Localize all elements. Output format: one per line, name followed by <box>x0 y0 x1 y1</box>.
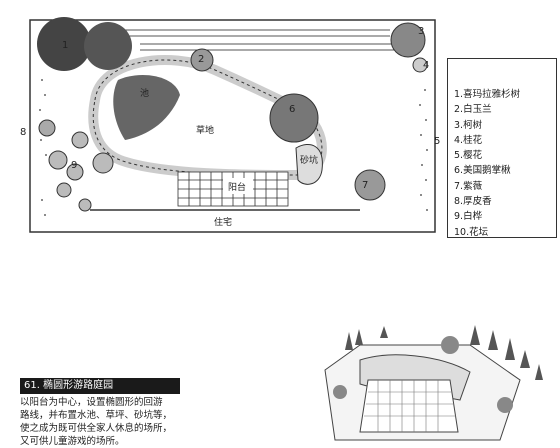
label-pond: 池 <box>140 87 149 99</box>
legend-item: 3.柯树 <box>454 119 483 131</box>
legend-item: 5.樱花 <box>454 150 483 162</box>
oval-path <box>88 55 327 181</box>
legend-item: 8.厚皮香 <box>454 196 492 208</box>
tree-6 <box>269 93 319 143</box>
legend-item: 6.美国鹅掌楸 <box>454 165 511 177</box>
legend-item: 9.白桦 <box>454 211 483 223</box>
caption-body: 以阳台为中心，设置椭圆形的回游 路线，并布置水池、草坪、砂坑等， 使之成为既可供… <box>20 396 210 448</box>
tree-7 <box>354 169 386 201</box>
legend-header <box>448 59 556 85</box>
tree-9-group <box>48 131 114 212</box>
left-dotted-strip <box>39 79 47 216</box>
marker-4: 4 <box>423 60 429 71</box>
tree-4 <box>412 57 428 73</box>
legend-item: 10.花坛 <box>454 226 489 238</box>
legend-item: 2.白玉兰 <box>454 104 492 116</box>
caption-line: 以阳台为中心，设置椭圆形的回游 <box>20 397 163 408</box>
right-dotted-strip <box>419 89 428 211</box>
top-hedge <box>120 29 395 51</box>
label-balcony: 阳台 <box>228 181 246 193</box>
tree-1 <box>37 17 132 71</box>
legend-list: 1.喜玛拉雅杉树 2.白玉兰 3.柯树 4.桂花 5.樱花 6.美国鹅掌楸 7.… <box>454 87 520 240</box>
caption-line: 路线，并布置水池、草坪、砂坑等， <box>20 410 173 421</box>
marker-8: 8 <box>20 127 26 138</box>
tree-8 <box>38 119 56 137</box>
marker-3: 3 <box>418 26 424 37</box>
number-markers: 1 2 3 4 5 6 7 8 9 <box>20 26 440 191</box>
perspective-sketch <box>324 325 543 441</box>
legend-item: 4.桂花 <box>454 134 483 146</box>
label-sandpit: 砂坑 <box>300 154 318 166</box>
marker-2: 2 <box>198 54 204 65</box>
marker-1: 1 <box>62 40 68 51</box>
legend-item: 1.喜玛拉雅杉树 <box>454 89 521 100</box>
tree-3 <box>390 22 426 58</box>
tree-2 <box>190 48 214 72</box>
plant-legend: 1.喜玛拉雅杉树 2.白玉兰 3.柯树 4.桂花 5.樱花 6.美国鹅掌楸 7.… <box>447 58 557 238</box>
marker-6: 6 <box>289 104 295 115</box>
sandpit <box>295 144 323 185</box>
property-boundary <box>29 19 436 233</box>
caption-line: 又可供儿童游戏的场所。 <box>20 436 125 447</box>
legend-item: 7.紫薇 <box>454 180 483 192</box>
caption-line: 使之成为既可供全家人休息的场所， <box>20 423 173 434</box>
caption-title: 61. 椭圆形游路庭园 <box>20 378 180 394</box>
label-residence: 住宅 <box>214 216 232 228</box>
marker-9: 9 <box>71 160 77 171</box>
marker-7: 7 <box>362 180 368 191</box>
marker-5: 5 <box>434 136 440 147</box>
label-lawn: 草地 <box>196 124 214 136</box>
pond <box>113 75 180 140</box>
